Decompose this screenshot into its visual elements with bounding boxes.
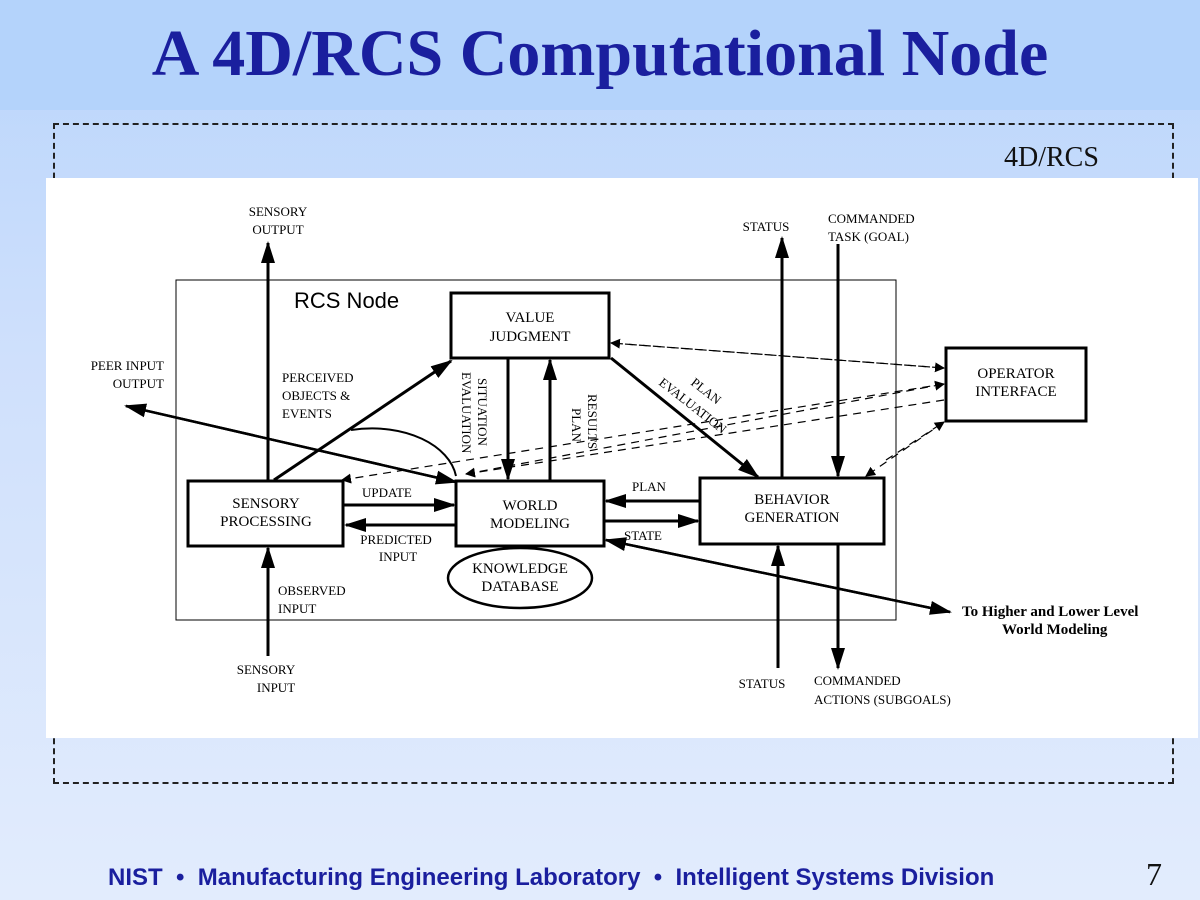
world-modeling-line2: MODELING [490, 516, 570, 532]
sensory-processing-box: SENSORY PROCESSING [186, 479, 345, 548]
frame-label: 4D/RCS [1004, 142, 1099, 173]
higher-lower-label-1: To Higher and Lower Level [962, 604, 1138, 620]
sensory-output-label-1: SENSORY [249, 204, 308, 219]
behavior-generation-box: BEHAVIOR GENERATION [698, 476, 886, 546]
oi-sp-dashed [341, 383, 945, 484]
sensory-processing-line1: SENSORY [232, 496, 300, 512]
sensory-input-label-2: INPUT [257, 680, 295, 695]
perceived-label-3: EVENTS [282, 406, 332, 421]
peer-io-label-2: OUTPUT [113, 376, 164, 391]
oi-bg-dashed [865, 421, 945, 477]
sensory-input-label-1: SENSORY [237, 662, 296, 677]
plan-results-label-1: PLAN [569, 408, 584, 443]
world-modeling-box: WORLD MODELING [454, 479, 606, 548]
oi-wm-dashed-a [465, 399, 945, 478]
value-judgment-line1: VALUE [506, 310, 555, 326]
update-label: UPDATE [362, 485, 412, 500]
oi-wm-dashed-b [465, 380, 945, 475]
perceived-to-world-curve [350, 427, 457, 477]
operator-interface-line1: OPERATOR [977, 366, 1054, 382]
bg-oi-dashed [885, 421, 945, 461]
world-modeling-line1: WORLD [503, 498, 558, 514]
perceived-label-1: PERCEIVED [282, 370, 354, 385]
slide-title: A 4D/RCS Computational Node [151, 17, 1049, 90]
value-judgment-box: VALUE JUDGMENT [449, 291, 611, 360]
page-number: 7 [1146, 856, 1162, 892]
operator-interface-line2: INTERFACE [975, 384, 1056, 400]
peer-io-arrow-in [125, 404, 458, 485]
observed-input-label-2: INPUT [278, 601, 316, 616]
perceived-label-2: OBJECTS & [282, 388, 350, 403]
behavior-generation-line2: GENERATION [745, 510, 840, 526]
observed-input-label-1: OBSERVED [278, 583, 346, 598]
status-top-label: STATUS [743, 219, 790, 234]
value-judgment-line2: JUDGMENT [490, 329, 571, 345]
knowledge-database-ellipse: KNOWLEDGE DATABASE [446, 546, 594, 610]
perceived-objects-arrow [273, 359, 453, 482]
commanded-task-label-2: TASK (GOAL) [828, 229, 909, 244]
knowledge-database-line1: KNOWLEDGE [472, 561, 568, 577]
predicted-input-label-2: INPUT [379, 549, 417, 564]
status-bottom-label: STATUS [739, 676, 786, 691]
rcs-node-title: RCS Node [294, 288, 399, 313]
operator-interface-box: OPERATOR INTERFACE [944, 346, 1088, 423]
situation-label-2: EVALUATION [459, 372, 474, 454]
title-bar [0, 0, 1200, 110]
plan-evaluation-arrow [610, 356, 760, 479]
higher-lower-label-2: World Modeling [1002, 622, 1108, 638]
peer-io-label-1: PEER INPUT [91, 358, 164, 373]
situation-label-1: SITUATION [475, 378, 490, 446]
sensory-output-label-2: OUTPUT [252, 222, 303, 237]
commanded-actions-label-2: ACTIONS (SUBGOALS) [814, 692, 951, 707]
commanded-actions-label-1: COMMANDED [814, 673, 901, 688]
rcs-node-border [175, 279, 897, 621]
sensory-processing-line2: PROCESSING [220, 514, 312, 530]
rcs-node-diagram: RCS Node VALUE JUDGMENT SENSORY PROCESSI… [46, 178, 1198, 738]
world-modeling-link-in [604, 537, 951, 614]
footer-text: NIST • Manufacturing Engineering Laborat… [108, 864, 995, 891]
plan-results-label-2: RESULTS [585, 394, 600, 449]
plan-label: PLAN [632, 479, 667, 494]
knowledge-database-line2: DATABASE [481, 579, 558, 595]
predicted-input-label-1: PREDICTED [360, 532, 432, 547]
state-label: STATE [624, 528, 662, 543]
commanded-task-label-1: COMMANDED [828, 211, 915, 226]
behavior-generation-line1: BEHAVIOR [754, 492, 830, 508]
